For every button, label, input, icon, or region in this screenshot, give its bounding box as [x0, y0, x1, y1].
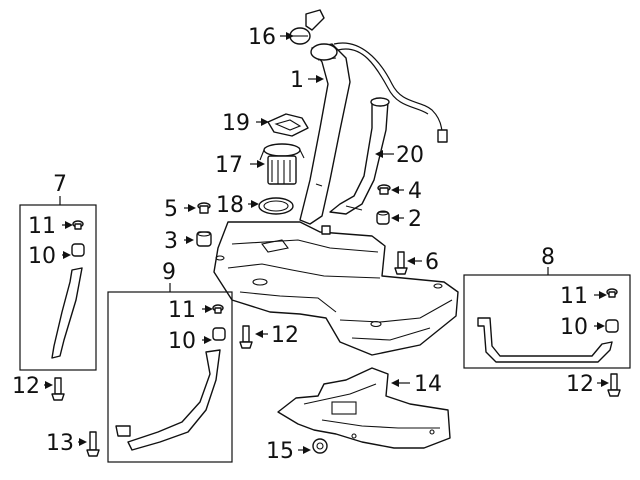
bolt-6 [394, 251, 408, 275]
callout-10-box9: 10 [168, 329, 196, 354]
callout-1: 1 [290, 68, 304, 93]
callout-4: 4 [408, 179, 422, 204]
fastener-4 [377, 184, 391, 195]
callout-11-box8: 11 [560, 284, 588, 309]
bolt-12-box8 [607, 373, 621, 397]
callout-20: 20 [396, 143, 424, 168]
callout-17: 17 [215, 153, 243, 178]
callout-8: 8 [541, 245, 555, 270]
callout-7: 7 [53, 172, 67, 197]
callout-10-box8: 10 [560, 315, 588, 340]
callout-18: 18 [216, 193, 244, 218]
bolt-13 [86, 431, 100, 457]
fuel-cap [289, 9, 325, 45]
callout-12-main: 12 [271, 323, 299, 348]
callout-19: 19 [222, 111, 250, 136]
callout-2: 2 [408, 207, 422, 232]
fuel-tank [213, 221, 459, 356]
fuel-pump [259, 143, 305, 185]
lock-ring [258, 197, 294, 215]
nut-15 [312, 438, 328, 454]
callout-11-box7: 11 [28, 214, 56, 239]
fastener-3 [196, 231, 212, 247]
callout-11-box9: 11 [168, 298, 196, 323]
bolt-12-box7 [51, 377, 65, 401]
callout-12-box7: 12 [12, 374, 40, 399]
callout-3: 3 [164, 229, 178, 254]
callout-12-box8: 12 [566, 372, 594, 397]
callout-6: 6 [425, 250, 439, 275]
strap-kit-box-7 [19, 196, 97, 371]
fastener-5 [197, 202, 211, 214]
callout-10-box7: 10 [28, 244, 56, 269]
callout-13: 13 [46, 431, 74, 456]
callout-5: 5 [164, 197, 178, 222]
fastener-2 [376, 210, 390, 225]
callout-16: 16 [248, 25, 276, 50]
heat-shield [277, 367, 451, 449]
filler-pipe [299, 42, 448, 225]
strap-kit-box-8 [463, 267, 631, 369]
vent-tube [329, 97, 390, 215]
bolt-12-main [239, 325, 253, 349]
callout-14: 14 [414, 372, 442, 397]
gasket [267, 113, 309, 137]
callout-15: 15 [266, 439, 294, 464]
leader-lines [44, 32, 609, 454]
callout-labels: 16 1 19 17 18 20 4 2 5 3 6 12 14 15 13 1… [12, 25, 594, 464]
strap-kit-box-9 [107, 283, 233, 463]
callout-9: 9 [162, 260, 176, 285]
